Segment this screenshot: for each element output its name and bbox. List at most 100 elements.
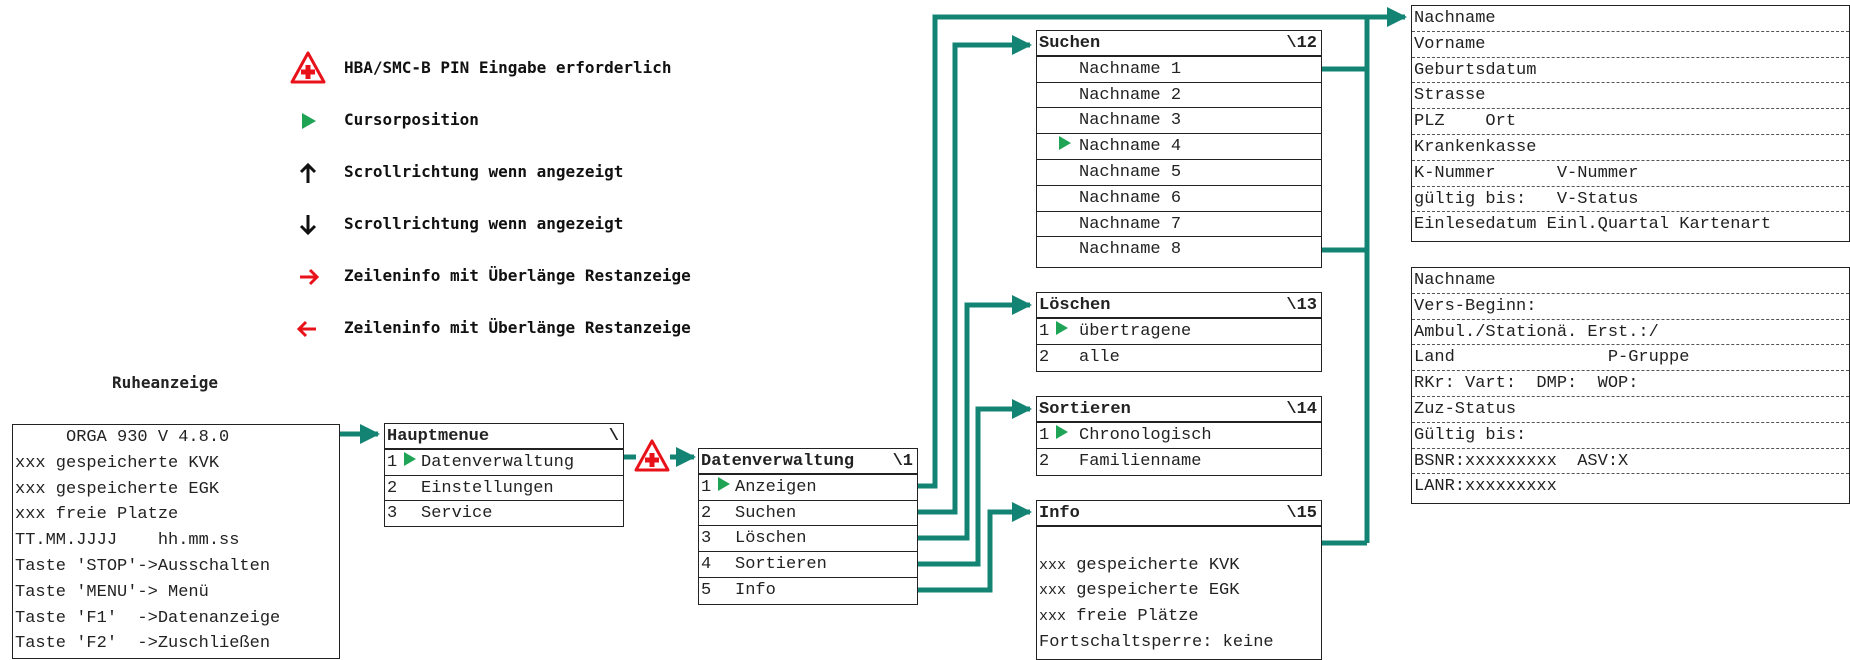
idle-caption: Ruheanzeige (112, 373, 218, 392)
cursor-arrow-icon (302, 113, 316, 129)
search-item[interactable]: Nachname 2 (1037, 83, 1321, 109)
item-label: Löschen (735, 529, 807, 549)
search-item[interactable]: Nachname 7 (1037, 212, 1321, 238)
item-label: Info (735, 580, 776, 600)
cursor-arrow-icon (1055, 319, 1079, 344)
idle-line: ORGA 930 V 4.8.0 (15, 428, 230, 447)
record-field: Strasse (1412, 83, 1849, 110)
record-field: Vers-Beginn: (1412, 294, 1849, 320)
arrow-down-icon (299, 215, 317, 236)
legend-label: Scrollrichtung wenn angezeigt (344, 162, 624, 181)
data-menu-header: Datenverwaltung \1 (699, 449, 917, 475)
idle-line: Taste 'F1' ->Datenanzeige (15, 608, 281, 628)
search-item[interactable]: Nachname 6 (1037, 186, 1321, 212)
search-item[interactable]: Nachname 5 (1037, 160, 1321, 186)
item-number: 2 (701, 503, 712, 523)
record-field: Nachname (1412, 6, 1849, 32)
info-text: gespeicherte EGK (1076, 581, 1240, 601)
item-label: Sortieren (735, 555, 827, 575)
delete-item-uebertragene[interactable]: 1 übertragene (1037, 319, 1321, 345)
record-field: PLZ Ort (1412, 109, 1849, 135)
item-label: Nachname 7 (1079, 214, 1182, 234)
item-label: Nachname 2 (1079, 85, 1182, 105)
info-line: xxx gespeicherte EGK (1037, 578, 1321, 604)
delete-id: \13 (1286, 296, 1317, 315)
record-field: K-Nummer V-Nummer (1412, 161, 1849, 187)
record-field: Ambul./Stationä. Erst.:/ (1412, 320, 1849, 346)
search-title: Suchen (1039, 34, 1101, 53)
record-field: LANR:xxxxxxxxx (1414, 477, 1557, 497)
info-title: Info (1039, 504, 1080, 523)
record-field: RKr: Vart: DMP: WOP: (1412, 371, 1849, 397)
info-prefix: xxx (1039, 556, 1067, 574)
info-line: Fortschaltsperre: keine (1037, 630, 1321, 656)
legend-label: Zeileninfo mit Überlänge Restanzeige (344, 318, 691, 337)
search-item[interactable]: Nachname 8 (1037, 237, 1321, 263)
item-number: 2 (1039, 347, 1050, 367)
info-line: xxx freie Plätze (1037, 604, 1321, 630)
idle-line: Taste 'F2' ->Zuschließen (15, 634, 271, 654)
pin-warning-icon (634, 439, 670, 472)
search-item[interactable]: Nachname 4 (1037, 134, 1321, 160)
idle-line: Taste 'MENU'-> Menü (15, 582, 209, 602)
record-field: Zuz-Status (1412, 397, 1849, 423)
sort-title: Sortieren (1039, 400, 1131, 419)
item-label: Einstellungen (421, 478, 554, 498)
delete-header: Löschen \13 (1037, 293, 1321, 319)
record-field: Einlesedatum Einl.Quartal Kartenart (1414, 215, 1772, 235)
item-label: Anzeigen (735, 477, 817, 497)
info-prefix: xxx (1039, 608, 1067, 626)
item-label: Nachname 3 (1079, 111, 1182, 131)
sort-header: Sortieren \14 (1037, 397, 1321, 423)
info-prefix: xxx (1039, 582, 1067, 600)
connector-info-to-info (918, 502, 1032, 593)
connector-anzeigen-to-records (918, 7, 1407, 489)
item-label: Chronologisch (1079, 425, 1212, 445)
item-label: Service (421, 504, 493, 524)
record-kvk-panel: Nachname Vorname Geburtsdatum Strasse PL… (1411, 5, 1850, 242)
data-menu-id: \1 (892, 452, 913, 471)
idle-line: xxx freie Platze (15, 505, 179, 525)
main-menu-id: \ (608, 427, 619, 446)
search-item[interactable]: Nachname 3 (1037, 108, 1321, 135)
record-field: BSNR:xxxxxxxxx ASV:X (1412, 449, 1849, 475)
search-item[interactable]: Nachname 1 (1037, 57, 1321, 83)
item-label: Nachname 4 (1079, 137, 1182, 157)
item-label: übertragene (1079, 321, 1192, 341)
record-field: Vorname (1412, 32, 1849, 58)
main-menu-header: Hauptmenue \ (385, 424, 623, 450)
main-menu-title: Hauptmenue (387, 427, 490, 446)
record-field: Gültig bis: (1412, 423, 1849, 449)
item-label: Familienname (1079, 451, 1202, 471)
arrow-up-icon (299, 162, 317, 183)
search-menu: Suchen \12 Nachname 1 Nachname 2 Nachnam… (1036, 30, 1322, 268)
record-field: gültig bis: V-Status (1412, 187, 1849, 213)
search-id: \12 (1286, 34, 1317, 53)
data-menu-title: Datenverwaltung (701, 452, 855, 471)
pin-warning-icon (290, 51, 326, 84)
record-field: Geburtsdatum (1412, 58, 1849, 84)
record-field: Nachname (1412, 268, 1849, 294)
delete-title: Löschen (1039, 296, 1111, 315)
record-egk-panel: Nachname Vers-Beginn: Ambul./Stationä. E… (1411, 267, 1850, 504)
cursor-arrow-icon (717, 475, 735, 500)
item-number: 1 (1039, 321, 1050, 341)
sort-id: \14 (1286, 400, 1317, 419)
info-panel: Info \15 xxx gespeicherte KVK xxx gespei… (1036, 500, 1322, 660)
info-text: Fortschaltsperre: keine (1039, 632, 1274, 652)
